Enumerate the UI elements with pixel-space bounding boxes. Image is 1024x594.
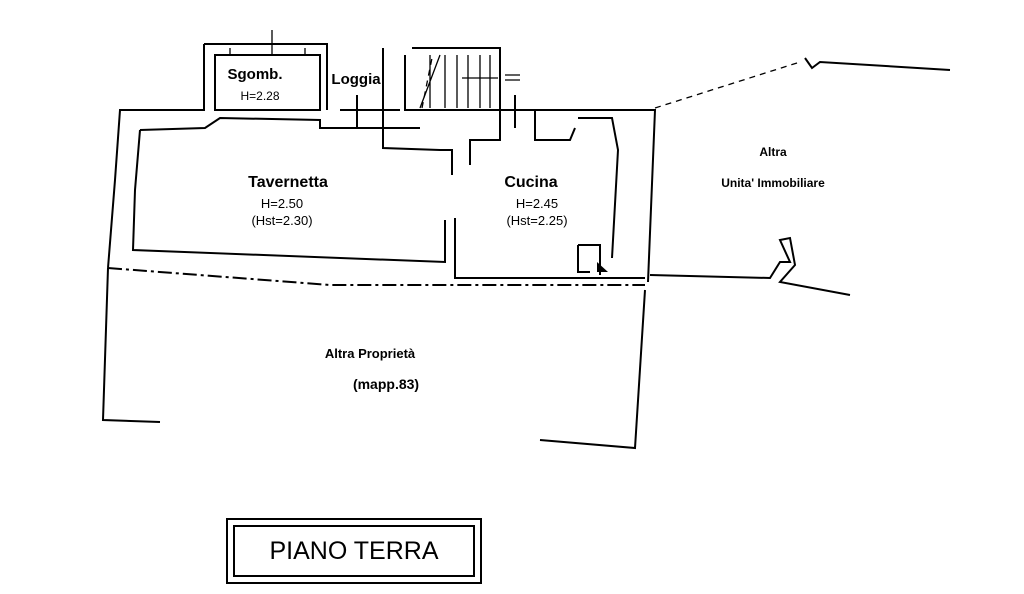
neighbor-property-label-1: Altra Proprietà	[324, 346, 416, 361]
room-label-cucina: Cucina	[504, 174, 558, 191]
plan-title: PIANO TERRA	[233, 525, 475, 577]
room-height-sgomb: H=2.28	[240, 89, 280, 103]
room-label-sgomb: Sgomb.	[227, 66, 283, 83]
room-height-tavernetta: H=2.50	[260, 196, 304, 211]
room-label-tavernetta: Tavernetta	[248, 174, 328, 191]
neighbor-unit-label-2: Unita' Immobiliare	[721, 176, 825, 190]
room-label-loggia: Loggia	[331, 71, 381, 88]
neighbor-unit-label-1: Altra	[759, 145, 787, 159]
room-hst-tavernetta: (Hst=2.30)	[251, 213, 313, 228]
plan-title-box: PIANO TERRA	[226, 518, 482, 584]
neighbor-property-label-2: (mapp.83)	[352, 376, 420, 392]
walls	[101, 30, 951, 450]
room-hst-cucina: (Hst=2.25)	[506, 213, 568, 228]
room-height-cucina: H=2.45	[515, 196, 559, 211]
